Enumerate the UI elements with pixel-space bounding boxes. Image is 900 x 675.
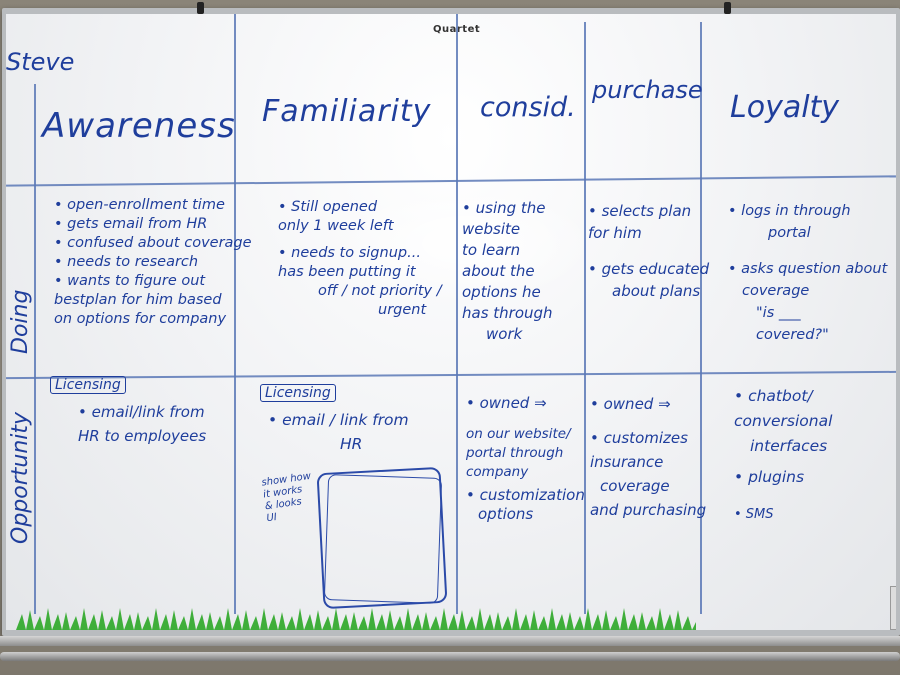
note-line: • plugins <box>734 468 805 486</box>
note-line: on options for company <box>54 311 227 327</box>
note-line: • SMS <box>734 507 774 522</box>
ui-sketch-box-inner <box>323 474 443 604</box>
note-line: urgent <box>378 302 427 318</box>
note-line: options <box>478 505 534 523</box>
note-line: for him <box>588 224 642 242</box>
note-line: • using the <box>462 199 546 217</box>
opportunity-familiarity-notes: • email / link from HR <box>268 408 409 456</box>
doing-familiarity-notes: • Still opened only 1 week left • needs … <box>278 198 442 320</box>
note-line: • open-enrollment time <box>54 197 225 213</box>
note-line: portal <box>768 225 811 241</box>
column-heading-consideration: consid. <box>480 92 576 123</box>
whiteboard: Quartet Steve Awareness Familiarity cons… <box>6 14 896 630</box>
column-divider <box>584 22 586 614</box>
doing-purchase-notes: • selects plan for him • gets educated a… <box>588 200 709 302</box>
note-line: • confused about coverage <box>54 235 252 251</box>
persona-name: Steve <box>6 48 75 76</box>
note-line: "is ___ <box>756 305 801 321</box>
doing-awareness-notes: • open-enrollment time • gets email from… <box>54 196 252 329</box>
row-label-doing: Doing <box>8 289 33 354</box>
note-line: covered?" <box>756 327 829 343</box>
note-line: company <box>466 464 529 480</box>
note-line: coverage <box>742 283 810 299</box>
eraser <box>890 586 896 630</box>
note-line: • customizes <box>590 429 688 447</box>
sketch-note: show how it works & looks UI <box>260 470 312 525</box>
board-clip <box>197 2 204 14</box>
note-line: on our website/ <box>466 426 571 442</box>
note-line: off / not priority / <box>318 283 442 299</box>
opportunity-consideration-notes: • owned ⇒ on our website/ portal through… <box>466 394 585 524</box>
note-line: • owned ⇒ <box>466 394 547 412</box>
tag-licensing: Licensing <box>50 376 126 394</box>
row-label-opportunity: Opportunity <box>8 411 33 544</box>
note-line: • chatbot/ <box>734 387 813 405</box>
tag-licensing: Licensing <box>260 384 336 402</box>
column-heading-loyalty: Loyalty <box>730 90 840 125</box>
column-divider <box>700 22 702 614</box>
note-line: portal through <box>466 445 564 461</box>
note-line: • email/link from <box>78 403 205 421</box>
note-line: and purchasing <box>590 501 707 519</box>
note-line: has through <box>462 304 553 322</box>
doing-loyalty-notes: • logs in through portal • asks question… <box>728 200 887 346</box>
note-line: conversional <box>734 412 833 430</box>
note-line: • wants to figure out <box>54 273 206 289</box>
board-clip <box>724 2 731 14</box>
note-line: • needs to signup... <box>278 245 421 261</box>
column-heading-awareness: Awareness <box>42 106 236 146</box>
note-line: about plans <box>612 282 701 300</box>
note-line: work <box>486 325 523 343</box>
note-line: to learn <box>462 241 521 259</box>
opportunity-loyalty-notes: • chatbot/ conversional interfaces • plu… <box>734 384 832 527</box>
note-line: interfaces <box>750 437 828 455</box>
note-line: • Still opened <box>278 199 378 215</box>
note-line: • owned ⇒ <box>590 395 671 413</box>
note-line: • email / link from <box>268 411 409 429</box>
column-heading-purchase: purchase <box>592 76 703 104</box>
note-line: website <box>462 220 521 238</box>
column-heading-familiarity: Familiarity <box>262 94 432 129</box>
opportunity-awareness-notes: • email/link from HR to employees <box>78 400 206 448</box>
opportunity-purchase-notes: • owned ⇒ • customizes insurance coverag… <box>590 392 706 522</box>
note-line: insurance <box>590 453 664 471</box>
note-line: • customization <box>466 486 585 504</box>
note-line: HR to employees <box>78 427 207 445</box>
column-divider <box>234 14 236 614</box>
note-line: • asks question about <box>728 261 888 277</box>
row-divider <box>6 370 896 380</box>
note-line: options he <box>462 283 541 301</box>
note-line: only 1 week left <box>278 218 394 234</box>
row-divider <box>6 175 896 187</box>
row-label-divider <box>34 84 36 614</box>
doing-consideration-notes: • using the website to learn about the o… <box>462 198 553 345</box>
column-divider <box>456 14 458 614</box>
note-line: • needs to research <box>54 254 199 270</box>
note-line: bestplan for him based <box>54 292 222 308</box>
note-line: • selects plan <box>588 202 692 220</box>
note-line: • gets email from HR <box>54 216 208 232</box>
note-line: • gets educated <box>588 260 710 278</box>
marker-tray <box>0 636 900 646</box>
note-line: HR <box>340 435 363 453</box>
grass-drawing <box>16 608 696 630</box>
note-line: coverage <box>600 477 670 495</box>
note-line: has been putting it <box>278 264 416 280</box>
note-line: about the <box>462 262 535 280</box>
stand-rail <box>0 652 900 661</box>
note-line: • logs in through <box>728 203 851 219</box>
